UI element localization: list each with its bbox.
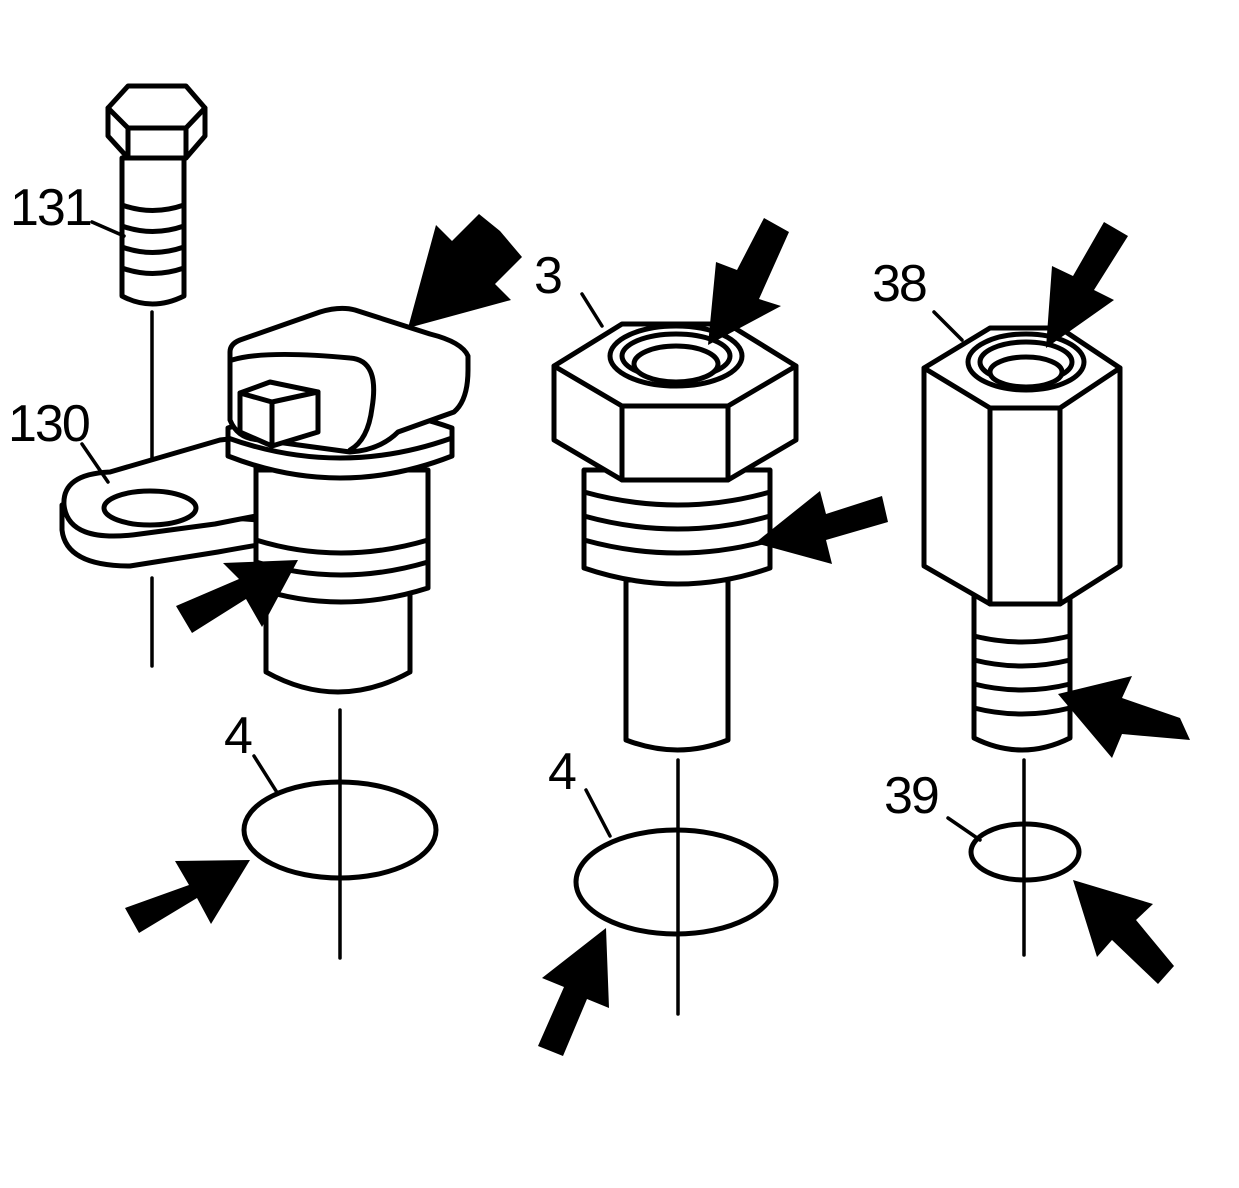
arrow-sensor-groove [176,560,298,633]
arrow-hex-bore [708,218,789,345]
arrow-connector [408,214,522,328]
arrow-tall-bore [1046,222,1128,348]
arrow-o-ring-middle [538,928,609,1056]
camshaft-sensor [225,305,471,695]
callout-o-ring-39: 39 [884,767,940,825]
leader-lines [80,220,982,842]
bolt-131 [105,83,208,307]
arrow-hex-threads [755,491,888,564]
arrow-tall-threads [1058,676,1190,758]
callout-tall-sensor-38: 38 [872,255,928,313]
callout-bracket-130: 130 [8,395,91,453]
o-ring-4-left [241,779,439,881]
callout-o-ring-4-left: 4 [224,707,253,765]
tall-sensor-38 [921,325,1123,753]
arrow-o-ring-left [125,860,250,933]
o-ring-4-middle [573,827,779,937]
hex-sensor-3 [551,321,799,753]
arrow-o-ring-39 [1073,880,1174,984]
callout-hex-sensor-3: 3 [534,247,563,305]
callout-o-ring-4-middle: 4 [548,743,577,801]
callout-bolt-131: 131 [10,179,93,237]
bracket-130 [59,433,261,569]
o-ring-39 [968,821,1082,883]
